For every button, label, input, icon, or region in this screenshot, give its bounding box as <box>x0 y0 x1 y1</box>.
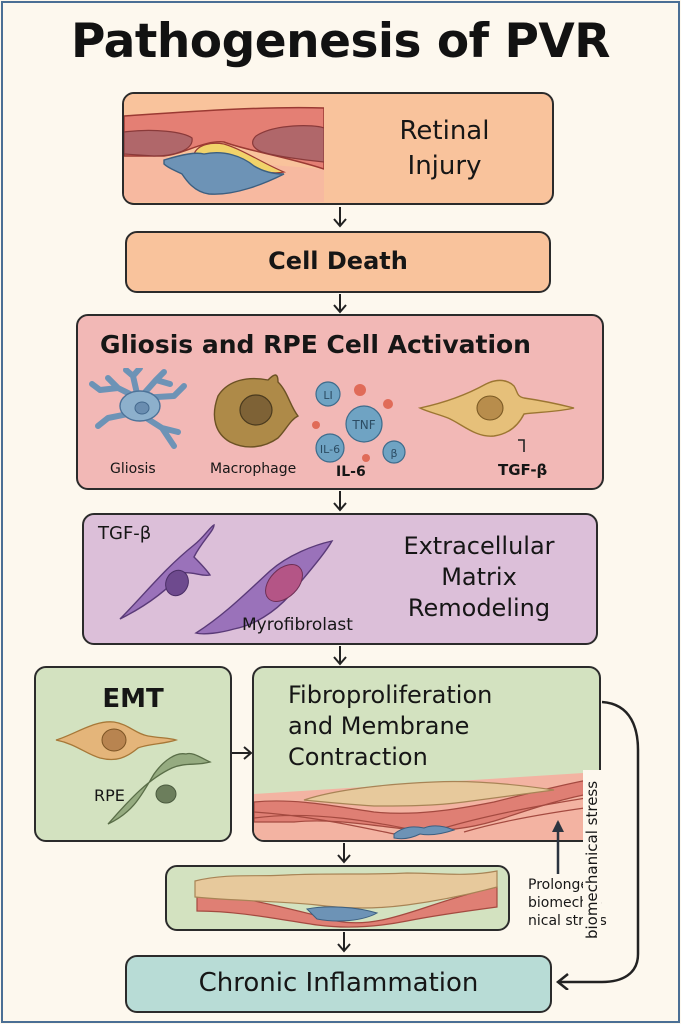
rpe-label: RPE <box>94 786 125 805</box>
retinal-injury-line2: Injury <box>407 151 482 181</box>
myofibroblast-label: Myrofibrolast <box>242 615 353 635</box>
fibro-line1: Fibroproliferation <box>288 681 493 709</box>
retina-injury-illustration <box>124 94 324 202</box>
gliosis-heading: Gliosis and RPE Cell Activation <box>100 330 531 359</box>
step-chronic-inflammation: Chronic Inflammation <box>125 955 552 1013</box>
step-gliosis-rpe-activation: Gliosis and RPE Cell Activation LI TNF I… <box>76 314 604 490</box>
cytokine-li: LI <box>323 389 332 402</box>
cytokine-beta: β <box>390 447 397 460</box>
step-fibroproliferation: Fibroproliferation and Membrane Contract… <box>252 666 601 842</box>
step-emt: EMT RPE <box>34 666 232 842</box>
glial-cell-icon <box>89 368 187 449</box>
arrow-right-icon <box>232 746 254 760</box>
prolonged-stress-line1: Prolonged <box>528 877 598 893</box>
arrow-down-icon <box>337 843 351 865</box>
contracted-membrane-panel <box>165 865 510 931</box>
ecm-line2: Matrix <box>441 563 517 591</box>
membrane-contraction-illustration <box>254 772 599 840</box>
cytokines-icon: LI TNF IL-6 β <box>312 381 406 464</box>
arrow-down-icon <box>333 207 347 229</box>
il6-label: IL-6 <box>336 464 366 480</box>
arrow-down-icon <box>333 491 347 513</box>
feedback-loop-arrow <box>555 700 640 990</box>
macrophage-icon <box>213 374 300 448</box>
myofibroblast-illustration <box>119 523 334 635</box>
cell-death-label: Cell Death <box>268 247 408 275</box>
macrophage-label: Macrophage <box>210 461 297 477</box>
gliosis-label: Gliosis <box>110 461 156 477</box>
rpe-cell-icon <box>417 379 575 452</box>
arrow-down-icon <box>333 294 347 314</box>
ecm-line1: Extracellular <box>403 532 555 560</box>
loop-stress-label: biomechanical stress <box>583 770 601 950</box>
step-ecm-remodeling: TGF-β Myrofibrolast Extracellular Matrix… <box>82 513 598 645</box>
fibro-line2: and Membrane <box>288 712 470 740</box>
ecm-line3: Remodeling <box>407 594 551 622</box>
arrow-down-icon <box>337 932 351 954</box>
emt-cells-illustration <box>55 721 212 825</box>
step-cell-death: Cell Death <box>125 231 551 293</box>
ecm-tgf-beta-label: TGF-β <box>98 523 152 544</box>
cytokine-il6: IL-6 <box>320 443 340 456</box>
step-retinal-injury: Retinal Injury <box>122 92 554 205</box>
cytokine-tnf: TNF <box>351 418 375 432</box>
page-title: Pathogenesis of PVR <box>70 14 611 69</box>
chronic-inflammation-label: Chronic Inflammation <box>198 968 479 998</box>
arrow-down-icon <box>333 646 347 666</box>
emt-heading: EMT <box>102 684 164 714</box>
tgf-beta-label: TGF-β <box>498 461 548 479</box>
fibro-line3: Contraction <box>288 743 428 771</box>
retinal-injury-line1: Retinal <box>399 116 490 146</box>
arrow-up-icon <box>551 818 565 874</box>
contracted-membrane-illustration <box>194 870 498 928</box>
cells-illustration: LI TNF IL-6 β <box>89 368 575 464</box>
